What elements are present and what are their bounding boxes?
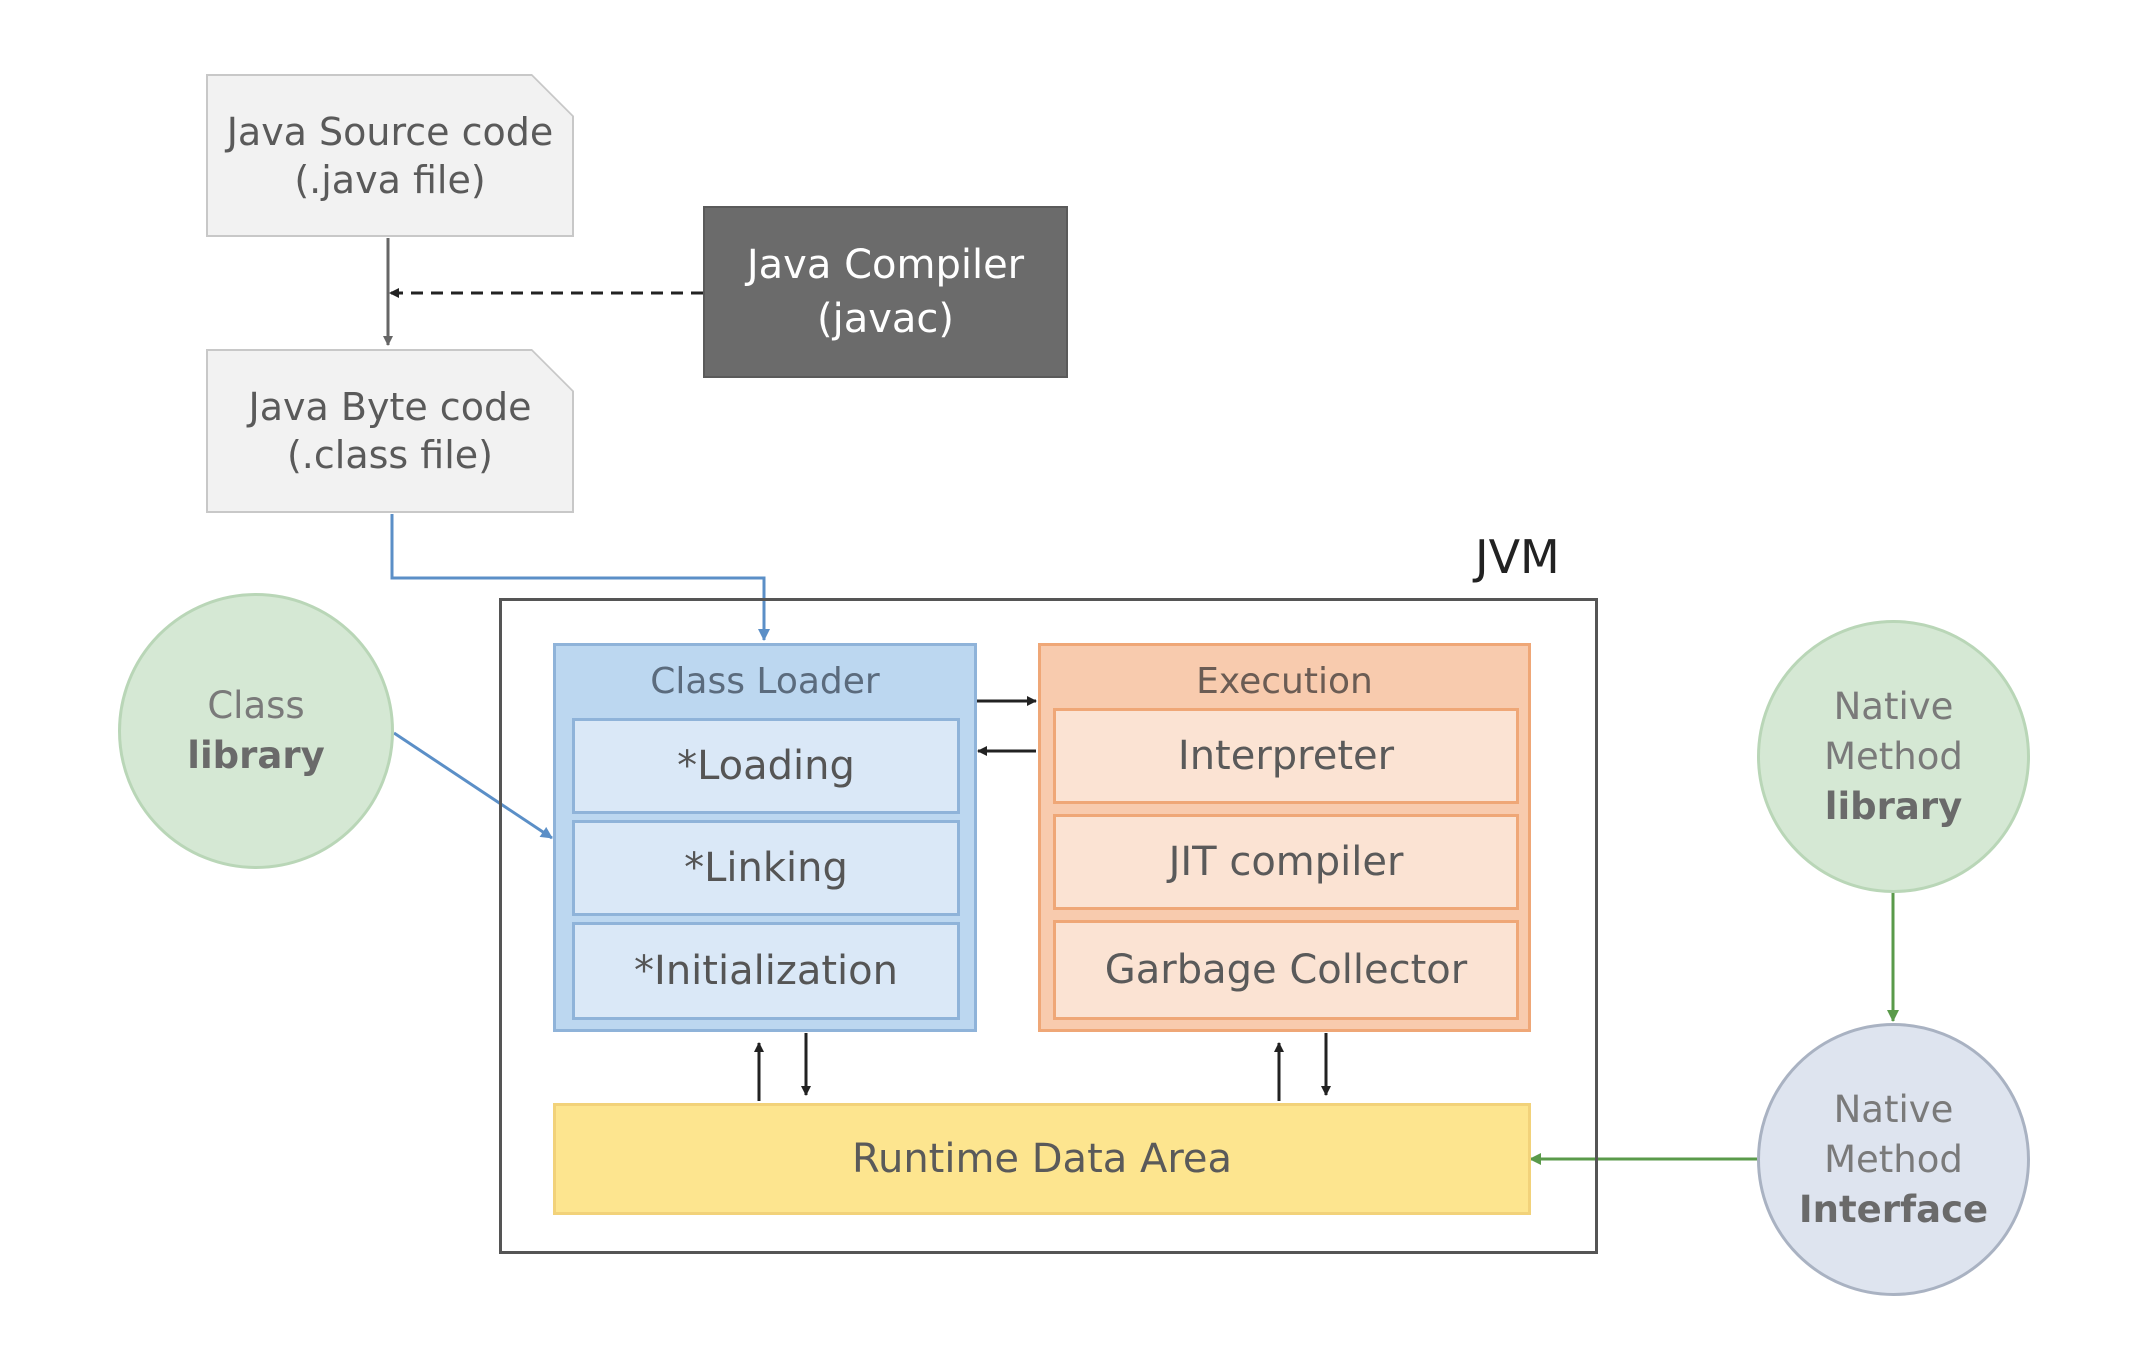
- class-loader-title: Class Loader: [650, 660, 880, 702]
- native-interface-line3: Interface: [1798, 1187, 1989, 1231]
- native-interface-line2: Method: [1824, 1137, 1963, 1181]
- class-loader-block: Class Loader *Loading *Linking *Initiali…: [553, 643, 977, 1032]
- execution-item-interpreter: Interpreter: [1053, 708, 1519, 804]
- execution-block: Execution Interpreter JIT compiler Garba…: [1038, 643, 1531, 1032]
- class-library-line1: Class: [207, 684, 305, 727]
- java-bytecode-file: Java Byte code (.class file): [206, 349, 574, 513]
- native-library-line2: Method: [1824, 734, 1963, 778]
- class-loader-item-loading: *Loading: [572, 718, 960, 814]
- source-file-line1: Java Source code: [226, 109, 554, 154]
- native-method-library-circle: Native Method library: [1757, 620, 2030, 893]
- bytecode-file-line2: (.class file): [286, 433, 493, 477]
- class-loader-item-initialization: *Initialization: [572, 922, 960, 1020]
- java-source-file: Java Source code (.java file): [206, 74, 574, 237]
- execution-item-garbage-collector: Garbage Collector: [1053, 920, 1519, 1020]
- file-outline: [206, 74, 574, 237]
- execution-item-jit-compiler: JIT compiler: [1053, 814, 1519, 910]
- source-file-line2: (.java file): [294, 157, 486, 202]
- native-library-line3: library: [1824, 784, 1963, 828]
- runtime-data-area: Runtime Data Area: [553, 1103, 1531, 1215]
- class-library-line2: library: [187, 734, 325, 777]
- class-loader-item-linking: *Linking: [572, 820, 960, 916]
- java-compiler-box: Java Compiler (javac): [703, 206, 1068, 378]
- bytecode-file-line1: Java Byte code: [248, 385, 532, 429]
- native-interface-line1: Native: [1833, 1087, 1954, 1131]
- native-library-line1: Native: [1833, 684, 1954, 728]
- class-library-circle: Class library: [118, 593, 394, 869]
- file-outline: [206, 349, 574, 513]
- compiler-line1: Java Compiler: [746, 242, 1025, 288]
- execution-title: Execution: [1196, 660, 1373, 702]
- jvm-container: [499, 598, 1598, 1254]
- compiler-line2: (javac): [816, 296, 954, 342]
- native-method-interface-circle: Native Method Interface: [1757, 1023, 2030, 1296]
- jvm-label: JVM: [1475, 530, 1560, 584]
